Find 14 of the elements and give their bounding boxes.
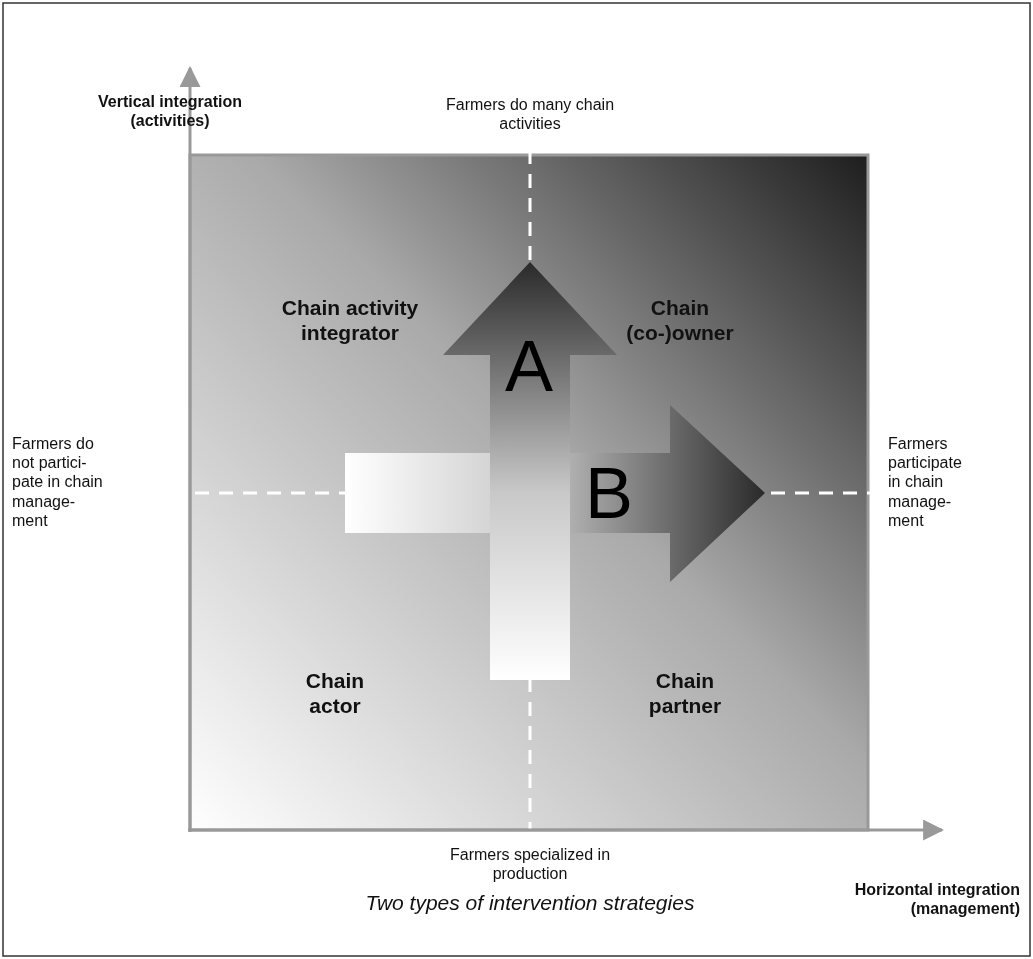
caption: Two types of intervention strategies xyxy=(364,890,696,916)
end-label: Farmers participate in chain manage- ment xyxy=(888,434,963,530)
axis-label: Vertical integration (activities) xyxy=(96,92,243,131)
arrow-letter: B xyxy=(585,457,634,529)
quadrant-label: Chain actor xyxy=(304,668,366,719)
quadrant-label: Chain partner xyxy=(647,668,723,719)
end-label: Farmers do many chain activities xyxy=(444,95,616,134)
axis-label: Horizontal integration (management) xyxy=(853,880,1020,919)
quadrant-label: Chain (co-)owner xyxy=(625,295,735,346)
end-label: Farmers do not partici- pate in chain manage- ment xyxy=(12,434,104,530)
block-arrow xyxy=(345,405,765,582)
quadrant-label: Chain activity integrator xyxy=(280,295,420,346)
end-label: Farmers specialized in production xyxy=(448,845,612,884)
arrow-letter: A xyxy=(505,330,554,402)
